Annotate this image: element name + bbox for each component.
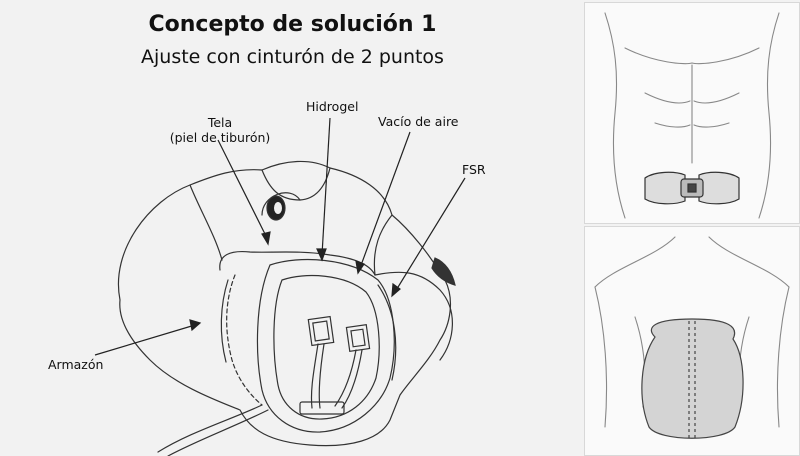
slide-title: Concepto de solución 1 (148, 12, 437, 37)
back-pad-sketch (594, 236, 790, 439)
armazon-leader (94, 324, 196, 356)
tela-label-line2: (piel de tiburón) (169, 130, 271, 145)
tela-arrowhead (261, 231, 271, 246)
fsr-label: FSR (462, 162, 486, 177)
hidrogel-label: Hidrogel (306, 99, 359, 114)
vacio-arrowhead (355, 260, 365, 275)
tela-label: Tela (piel de tiburón) (150, 115, 290, 145)
device-sketch (94, 117, 466, 456)
vacio-label: Vacío de aire (378, 114, 459, 129)
torso-belt-panel (584, 2, 800, 224)
torso-belt-sketch (604, 12, 780, 219)
belt-left (644, 171, 686, 205)
armazon-label: Armazón (48, 357, 104, 372)
back-pad-panel (584, 226, 800, 456)
belt-right (698, 171, 740, 205)
slide-subtitle: Ajuste con cinturón de 2 puntos (141, 46, 444, 68)
tela-label-line1: Tela (207, 115, 233, 130)
hidrogel-arrowhead (316, 248, 327, 262)
pad-outline (256, 258, 395, 433)
hidrogel-leader (321, 117, 331, 256)
tela-leader (217, 139, 269, 241)
vacio-leader (359, 131, 411, 269)
back-pad (641, 318, 744, 439)
fsr-arrowhead (391, 282, 401, 298)
fsr-leader (394, 177, 466, 293)
armazon-arrowhead (189, 319, 202, 332)
